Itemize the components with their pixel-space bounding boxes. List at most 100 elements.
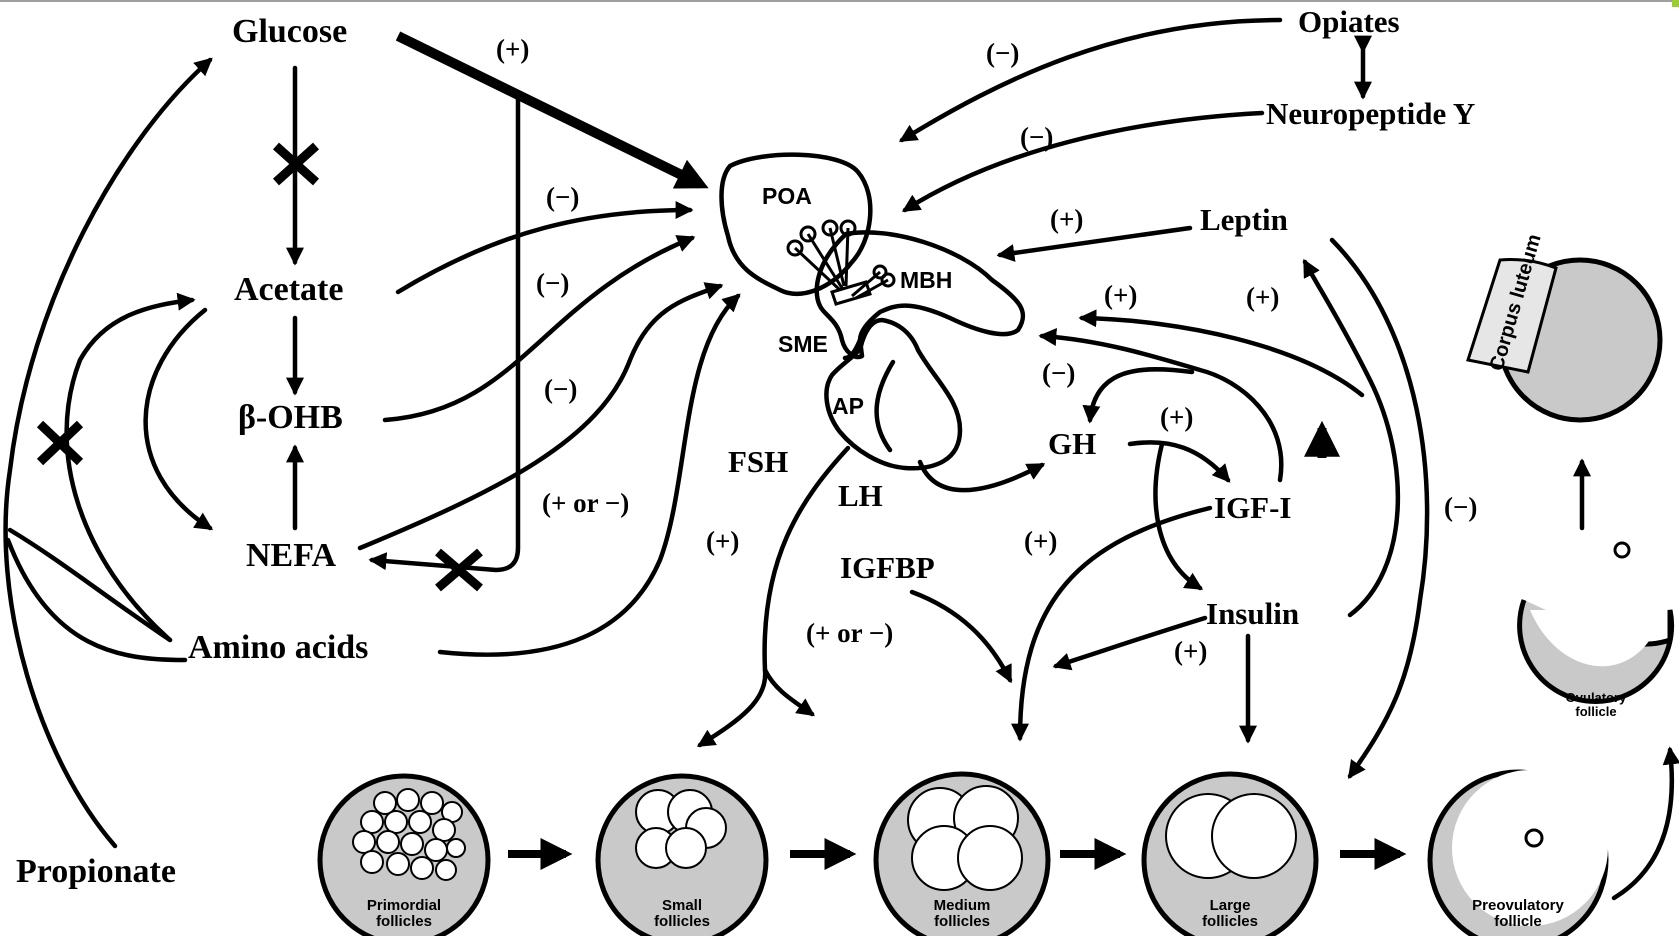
- line-amino-branch1: [5, 537, 188, 663]
- follicle-small: Small follicles: [595, 773, 769, 936]
- large-label-2: follicles: [1202, 913, 1258, 930]
- small-label-2: follicles: [654, 913, 710, 930]
- label-insulin: Insulin: [1206, 596, 1299, 631]
- large-label-1: Large: [1210, 897, 1251, 914]
- small-label-1: Small: [662, 897, 702, 914]
- preovulatory-oocyte: [1524, 828, 1544, 848]
- sign-bohb: (−): [536, 268, 569, 298]
- ovulatory-label-2: follicle: [1575, 704, 1616, 719]
- label-bohb: β-OHB: [238, 399, 343, 436]
- follicle-ovulatory: Ovulatory follicle: [1517, 541, 1675, 719]
- primordial-oocytes: [352, 788, 466, 881]
- medium-label-2: follicles: [934, 913, 990, 930]
- ovulatory-cavity: [1530, 610, 1664, 667]
- sign-igf-mbh: (+): [1104, 280, 1137, 310]
- arrow-opiates-brain: [898, 17, 1283, 143]
- primordial-label-2: follicles: [376, 913, 432, 930]
- sign-igf-medium: (+): [1024, 526, 1057, 556]
- stalk-sme: [842, 337, 863, 361]
- arrow-insulin-leptin: [1302, 258, 1401, 618]
- sign-leptin-preov: (−): [1444, 492, 1477, 522]
- arrow-propionate-glucose: [3, 57, 213, 849]
- sign-acetate: (−): [546, 182, 579, 212]
- corpus-luteum: Corpus luteum: [1466, 232, 1663, 423]
- arrow-bohb-poa: [382, 235, 696, 423]
- mbh-region: [814, 230, 1026, 360]
- arrow-nefa-poa: [357, 282, 724, 551]
- arrow-insulin-medium: [1052, 615, 1208, 671]
- follicle-primordial: Primordial follicles: [317, 773, 491, 936]
- arrow-leptin-preovulatory: [1329, 237, 1430, 779]
- pituitary-ap: [824, 317, 963, 471]
- arrow-ap-gh: [917, 459, 1046, 493]
- x-glucose-acetate: [272, 142, 320, 186]
- label-npy: Neuropeptide Y: [1266, 96, 1475, 131]
- arrow-leptin-mbh: [996, 225, 1193, 262]
- sign-npy: (−): [1020, 122, 1053, 152]
- label-acetate: Acetate: [234, 271, 343, 308]
- medium-label-1: Medium: [934, 897, 991, 914]
- sign-opiates: (−): [986, 38, 1019, 68]
- label-propionate: Propionate: [16, 853, 176, 890]
- preovulatory-label-1: Preovulatory: [1472, 897, 1564, 914]
- label-leptin: Leptin: [1200, 202, 1288, 237]
- label-amino-acids: Amino acids: [188, 629, 368, 666]
- metabolite-labels: Glucose Acetate β-OHB NEFA Amino acids P…: [16, 13, 368, 890]
- arrow-gh-insulin: [1153, 441, 1204, 591]
- effect-signs: (+) (−) (−) (+) (−) (−) (−) (+ or −) (+)…: [496, 34, 1477, 666]
- label-gh: GH: [1048, 426, 1096, 461]
- sign-nefa: (−): [544, 374, 577, 404]
- arrow-preovulatory-ovulatory: [1611, 746, 1679, 901]
- label-igfbp: IGFBP: [840, 550, 935, 585]
- preovulatory-antrum: [1452, 770, 1608, 926]
- arrow-glucose-poa: [395, 31, 709, 189]
- follicle-medium: Medium follicles: [873, 771, 1051, 936]
- primordial-label-1: Primordial: [367, 897, 441, 914]
- label-igf1: IGF-I: [1214, 490, 1292, 525]
- sign-gh-igf: (+): [1160, 402, 1193, 432]
- sign-igfbp: (+ or −): [806, 618, 893, 648]
- label-lh: LH: [838, 478, 883, 513]
- arrow-amino-poa: [437, 293, 741, 657]
- arrow-glucose-nefa: [368, 95, 521, 573]
- arrow-acetate-poa: [395, 201, 694, 295]
- x-glucose-nefa: [435, 548, 483, 592]
- arrow-npy-brain: [901, 110, 1265, 213]
- poa-region: [719, 152, 873, 296]
- neuron-cluster: [786, 219, 896, 306]
- arrow-igf-mbh: [1078, 309, 1365, 398]
- ovulatory-oocyte: [1613, 541, 1631, 559]
- label-glucose: Glucose: [232, 13, 347, 50]
- pathway-arrows: [3, 17, 1679, 901]
- ovulatory-label-1: Ovulatory: [1566, 690, 1627, 705]
- arrow-igf-brain: [1038, 328, 1284, 483]
- arrow-fsh-small: [696, 445, 851, 748]
- label-poa: POA: [762, 183, 812, 209]
- arrow-igf-medium: [1011, 505, 1213, 742]
- label-mbh: MBH: [900, 267, 952, 293]
- sign-glucose-poa: (+): [496, 34, 529, 64]
- corpus-luteum-cap: [1466, 258, 1558, 374]
- sign-fsh: (+): [706, 526, 739, 556]
- hypothalamus-pituitary: POA MBH SME AP: [719, 152, 1026, 471]
- x-amino-acetate: [36, 420, 84, 466]
- line-amino-branch2: [7, 527, 173, 643]
- label-ap: AP: [832, 393, 864, 419]
- sign-insulin: (+): [1174, 636, 1207, 666]
- follicle-preovulatory: Preovulatory follicle: [1427, 769, 1609, 936]
- arrow-amino-acetate: [64, 292, 196, 643]
- follicle-large: Large follicles: [1141, 771, 1319, 936]
- sign-leptin-up: (+): [1246, 282, 1279, 312]
- preovulatory-label-2: follicle: [1494, 913, 1542, 930]
- arrow-igf-gh: [1082, 366, 1195, 424]
- arrow-lh-small: [762, 667, 815, 717]
- arrow-acetate-nefa: [143, 307, 214, 531]
- label-fsh: FSH: [728, 444, 788, 479]
- sign-igf-gh: (−): [1042, 358, 1075, 388]
- arrow-gh-igf: [1127, 440, 1231, 483]
- pituitary-divider: [874, 359, 896, 453]
- hormone-labels: Opiates Neuropeptide Y Leptin GH IGF-I I…: [728, 4, 1475, 631]
- label-opiates: Opiates: [1298, 4, 1400, 39]
- sign-amino: (+ or −): [542, 488, 629, 518]
